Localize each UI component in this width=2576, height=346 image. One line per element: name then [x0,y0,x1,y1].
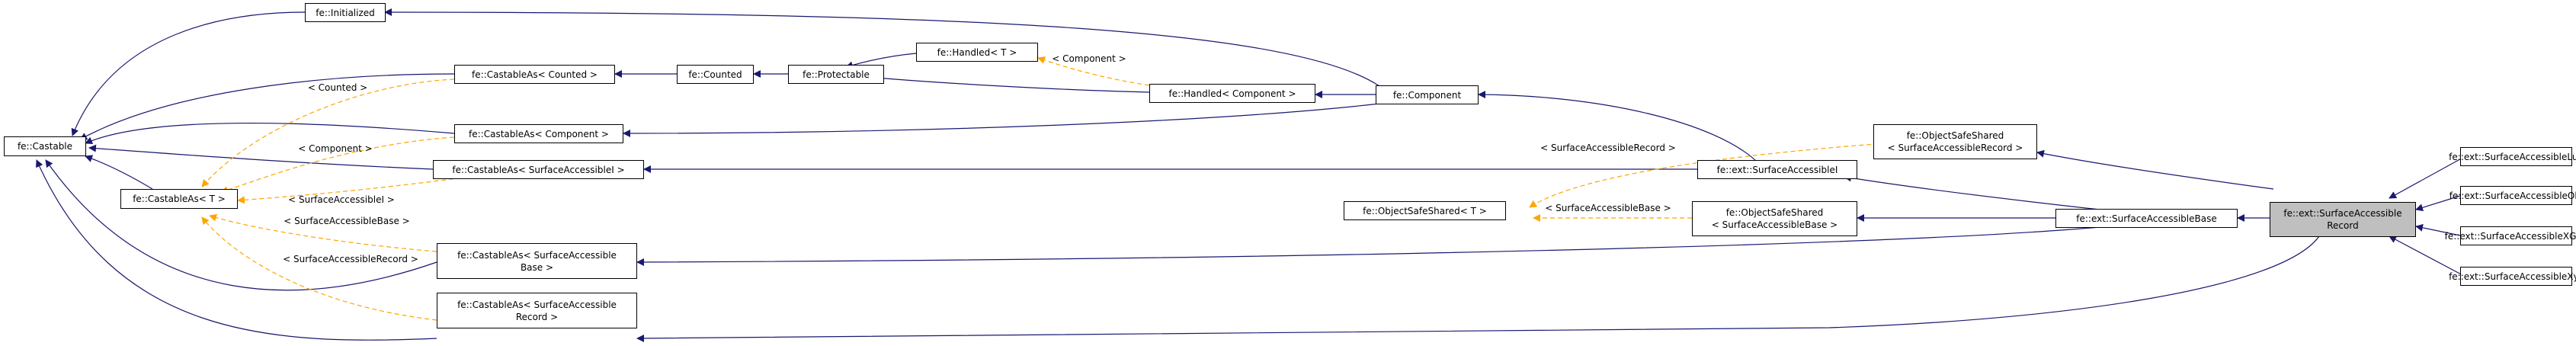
edge-castableas-counted-castable [79,73,455,140]
edge-initialized-castable [71,11,306,136]
node-castableas-sai[interactable]: fe::CastableAs< SurfaceAccessibleI > [433,160,644,179]
node-protectable[interactable]: fe::Protectable [788,65,884,84]
node-castableas-base[interactable]: fe::CastableAs< SurfaceAccessible Base > [437,243,637,279]
edge-label-component-handled: < Component > [1052,53,1126,64]
node-ext-sab[interactable]: fe::ext::SurfaceAccessibleBase [2055,209,2238,228]
edge-xgen-sar [2415,223,2461,236]
node-ext-sai[interactable]: fe::ext::SurfaceAccessibleI [1697,160,1857,179]
edge-label-record-oss: < SurfaceAccessibleRecord > [1540,143,1676,153]
edge-castableas-record-castable [36,159,437,341]
node-handled-component[interactable]: fe::Handled< Component > [1149,84,1315,103]
edge-tmpl-sai [237,176,469,204]
edge-label-counted: < Counted > [307,82,368,93]
node-counted[interactable]: fe::Counted [677,65,754,84]
edge-sar-castableas-record [636,233,2321,342]
node-castableas-record[interactable]: fe::CastableAs< SurfaceAccessible Record… [437,293,637,328]
node-ext-obj[interactable]: fe::ext::SurfaceAccessibleObj [2449,186,2576,205]
edge-component-initialized [384,8,1380,87]
edge-castableas-sai-castable [88,144,434,170]
node-initialized[interactable]: fe::Initialized [305,3,386,22]
edge-tmpl-base [209,213,437,252]
edge-label-component-castable: < Component > [298,143,373,154]
edge-tmpl-record [201,216,437,321]
edge-xyz-sar [2389,235,2466,277]
edge-tmpl-handled [1037,56,1150,86]
node-ext-xgen[interactable]: fe::ext::SurfaceAccessibleXGen [2445,226,2576,245]
node-handled-t[interactable]: fe::Handled< T > [916,43,1038,62]
edge-obj-sar [2415,195,2461,212]
node-component[interactable]: fe::Component [1376,85,1479,104]
node-objectsafeshared-record[interactable]: fe::ObjectSafeShared < SurfaceAccessible… [1873,124,2037,159]
node-castableas-t[interactable]: fe::CastableAs< T > [120,189,238,209]
node-castable[interactable]: fe::Castable [4,136,86,156]
edge-tmpl-component [220,136,455,194]
edge-lua-sar [2389,155,2466,199]
edge-label-base-oss: < SurfaceAccessibleBase > [1545,203,1671,213]
node-castableas-counted[interactable]: fe::CastableAs< Counted > [454,65,615,84]
edge-castableas-component-castable [85,123,455,145]
node-objectsafeshared-t[interactable]: fe::ObjectSafeShared< T > [1344,201,1506,220]
node-ext-lua[interactable]: fe::ext::SurfaceAccessibleLua [2449,147,2576,166]
node-ext-sar[interactable]: fe::ext::SurfaceAccessible Record [2270,202,2416,237]
edge-tmpl-oss-record [1529,140,1918,208]
edge-castableas-t-castable [85,155,153,190]
node-objectsafeshared-base[interactable]: fe::ObjectSafeShared < SurfaceAccessible… [1692,201,1857,236]
edge-tmpl-counted [201,78,455,187]
edge-sab-castableas-base [636,226,2100,266]
edge-label-base-castable: < SurfaceAccessibleBase > [284,216,410,226]
node-castableas-component[interactable]: fe::CastableAs< Component > [454,124,623,143]
edge-sab-sai [1844,174,2100,210]
edge-label-sai: < SurfaceAccessibleI > [288,194,395,205]
edge-label-record-castable: < SurfaceAccessibleRecord > [283,254,418,264]
edge-sai-component [1478,91,1757,162]
edge-handled-component-protectable [876,74,1150,93]
edge-component-castableas-component [623,103,1380,137]
edge-sar-oss-record [2036,149,2274,190]
node-ext-xyz[interactable]: fe::ext::SurfaceAccessibleXyz [2449,267,2576,286]
edge-castableas-base-castable [45,159,437,291]
